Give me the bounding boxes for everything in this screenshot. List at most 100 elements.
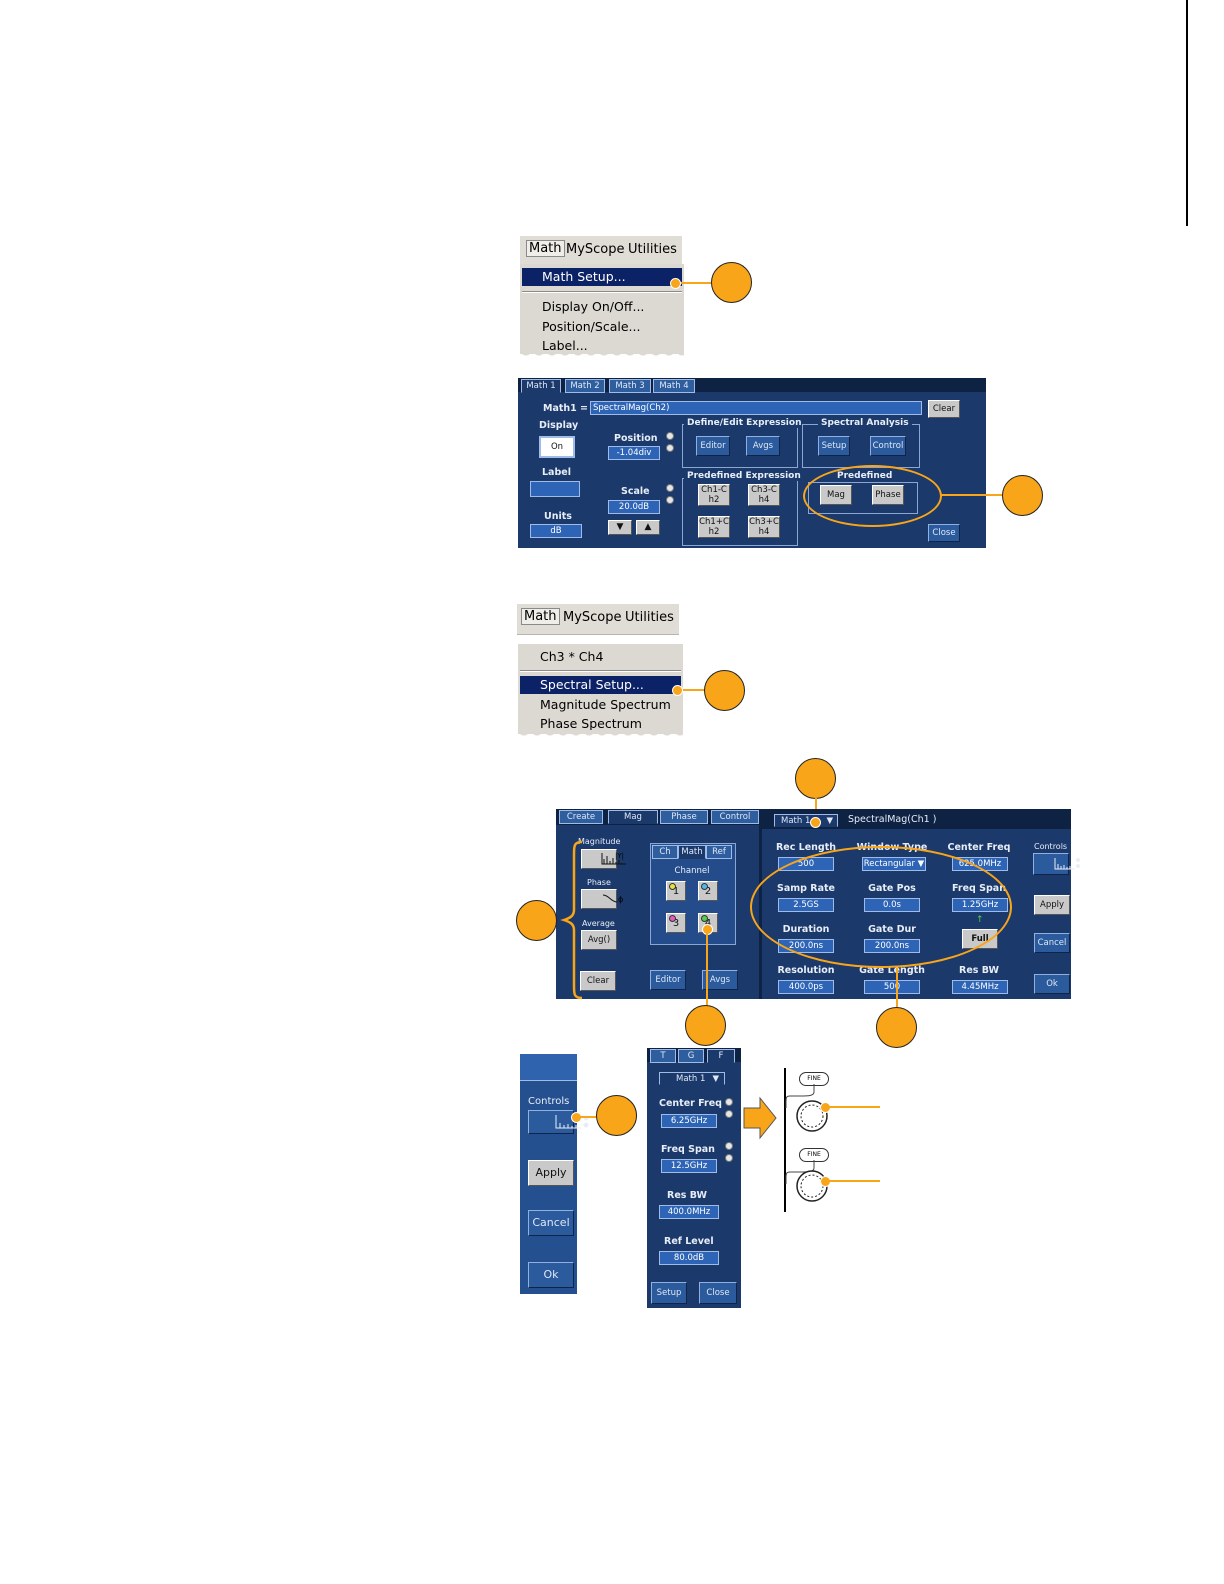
center-freq-label: Center Freq	[659, 1098, 722, 1109]
tab-g[interactable]: G	[678, 1049, 704, 1063]
src-tab-ref[interactable]: Ref	[706, 845, 732, 859]
phase-icon: ϕ	[602, 894, 623, 904]
tab-mag[interactable]: Mag	[608, 810, 658, 824]
spectral-control-button[interactable]: Control	[870, 436, 906, 456]
channel-1-button[interactable]: 1	[666, 881, 686, 901]
resolution-field[interactable]: 400.0ps	[778, 980, 834, 994]
ok-button[interactable]: Ok	[528, 1262, 574, 1288]
close-button[interactable]: Close	[928, 524, 960, 542]
apply-button[interactable]: Apply	[528, 1160, 574, 1186]
menu-utilities[interactable]: Utilities	[625, 610, 674, 625]
magnitude-button[interactable]: |Y|	[581, 849, 626, 869]
apply-button[interactable]: Apply	[1034, 895, 1070, 915]
cancel-button[interactable]: Cancel	[1034, 933, 1070, 953]
menu-item-magnitude-spectrum[interactable]: Magnitude Spectrum	[540, 697, 671, 712]
menu-item-position-scale[interactable]: Position/Scale...	[542, 319, 641, 334]
ref-level-field[interactable]: 80.0dB	[659, 1251, 719, 1265]
phase-button[interactable]: ϕ	[581, 889, 623, 909]
ch1-plus-ch2-button[interactable]: Ch1+Ch2	[698, 516, 730, 538]
display-on-button[interactable]: On	[539, 436, 575, 458]
math-setup-panel: Math 1 Math 2 Math 3 Math 4 Math1 = Spec…	[518, 378, 986, 548]
expression-field[interactable]: SpectralMag(Ch2)	[590, 401, 922, 415]
callout-2	[1002, 475, 1043, 516]
knob-diagram	[785, 1084, 828, 1202]
freq-span-knob-indicator	[725, 1154, 733, 1162]
position-field[interactable]: -1.04div	[608, 446, 660, 460]
res-bw-field[interactable]: 4.45MHz	[952, 980, 1008, 994]
menu-math[interactable]: Math	[526, 240, 565, 257]
math-menu-dropdown-2: Ch3 * Ch4 Spectral Setup... Magnitude Sp…	[518, 644, 683, 738]
cancel-button[interactable]: Cancel	[528, 1210, 574, 1236]
tab-t[interactable]: T	[650, 1049, 676, 1063]
math-select-dropdown[interactable]: Math 1▼	[774, 814, 838, 827]
controls-button[interactable]	[528, 1110, 589, 1134]
gate-length-label: Gate Length	[859, 965, 925, 976]
scale-down-button[interactable]: ▼	[608, 520, 632, 535]
src-tab-math[interactable]: Math	[678, 845, 706, 859]
tab-math-4[interactable]: Math 4	[653, 379, 695, 393]
svg-text:|Y|: |Y|	[615, 852, 624, 860]
label-field[interactable]	[530, 481, 580, 497]
avgs-button[interactable]: Avgs	[702, 970, 738, 990]
expression-label: Math1	[543, 403, 577, 414]
tab-f[interactable]: F	[707, 1049, 735, 1063]
menu-math[interactable]: Math	[521, 608, 560, 625]
avgs-button[interactable]: Avgs	[746, 436, 780, 456]
ch1-minus-ch2-button[interactable]: Ch1-Ch2	[698, 484, 730, 506]
scale-up-button[interactable]: ▲	[636, 520, 660, 535]
menu-item-display[interactable]: Display On/Off...	[542, 299, 645, 314]
display-label: Display	[539, 420, 579, 431]
menu-item-phase-spectrum[interactable]: Phase Spectrum	[540, 716, 642, 731]
scale-field[interactable]: 20.0dB	[608, 500, 660, 514]
center-freq-field[interactable]: 6.25GHz	[661, 1114, 717, 1128]
freq-span-field[interactable]: 12.5GHz	[661, 1159, 717, 1173]
ch3-plus-ch4-button[interactable]: Ch3+Ch4	[748, 516, 780, 538]
menu-myscope[interactable]: MyScope	[563, 610, 622, 625]
menu-item-label[interactable]: Label...	[542, 338, 588, 353]
menu-item-ch3-ch4[interactable]: Ch3 * Ch4	[540, 649, 604, 664]
callout-line-3	[676, 689, 706, 691]
ok-button[interactable]: Ok	[1034, 974, 1070, 994]
gate-length-field[interactable]: 500	[864, 980, 920, 994]
menu-myscope[interactable]: MyScope	[566, 242, 625, 257]
clear-button[interactable]: Clear	[928, 400, 960, 418]
avg-button[interactable]: Avg()	[581, 930, 617, 950]
tab-phase[interactable]: Phase	[660, 810, 708, 824]
ch3-minus-ch4-button[interactable]: Ch3-Ch4	[748, 484, 780, 506]
channel-2-button[interactable]: 2	[698, 881, 718, 901]
res-bw-label: Res BW	[667, 1190, 707, 1201]
editor-button[interactable]: Editor	[650, 970, 686, 990]
callout-dot-4	[810, 817, 821, 828]
menu-item-math-setup[interactable]: Math Setup...	[522, 268, 682, 286]
callout-oval-parameters	[750, 846, 1012, 968]
menu-bar-1: Math MyScope Utilities	[520, 236, 682, 265]
tab-math-2[interactable]: Math 2	[565, 379, 605, 393]
controls-button[interactable]	[1033, 853, 1080, 875]
tab-math-1[interactable]: Math 1	[521, 379, 561, 393]
callout-5	[516, 900, 557, 941]
tab-control[interactable]: Control	[711, 810, 759, 824]
callout-6	[685, 1005, 726, 1046]
res-bw-field[interactable]: 400.0MHz	[659, 1205, 719, 1219]
src-tab-ch[interactable]: Ch	[652, 845, 678, 859]
channel-3-button[interactable]: 3	[666, 913, 686, 933]
setup-button[interactable]: Setup	[651, 1282, 687, 1304]
callout-line-2	[941, 494, 1003, 496]
callout-dot-1	[670, 278, 681, 289]
average-label: Average	[582, 919, 615, 928]
menu-item-spectral-setup[interactable]: Spectral Setup...	[520, 676, 681, 694]
math-select-dropdown[interactable]: Math 1▼	[659, 1072, 725, 1085]
menu-separator	[520, 670, 681, 672]
editor-button[interactable]: Editor	[696, 436, 730, 456]
callout-line-knob-1	[828, 1106, 880, 1108]
tab-math-3[interactable]: Math 3	[609, 379, 651, 393]
arrow-right-icon	[743, 1096, 777, 1140]
units-field[interactable]: dB	[530, 524, 582, 538]
position-knob-indicator	[666, 444, 674, 452]
spectral-setup-button[interactable]: Setup	[818, 436, 850, 456]
tab-create[interactable]: Create	[559, 810, 603, 824]
close-button[interactable]: Close	[699, 1282, 737, 1304]
menu-utilities[interactable]: Utilities	[628, 242, 677, 257]
knob-icon	[796, 1100, 828, 1132]
clear-button[interactable]: Clear	[580, 971, 616, 991]
